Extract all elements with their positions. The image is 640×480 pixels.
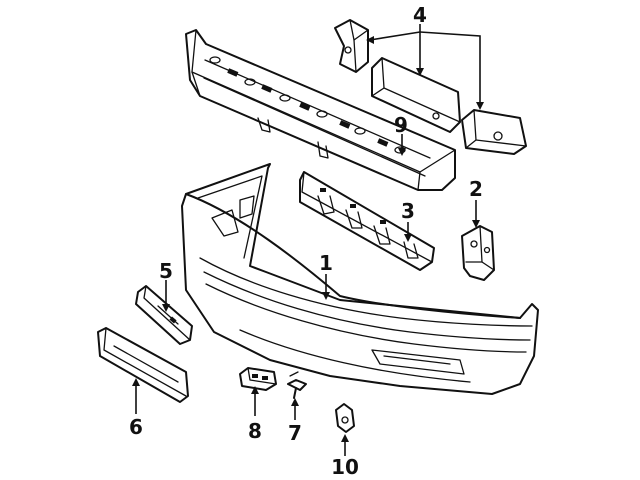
callout-8: 8 <box>248 419 262 443</box>
callout-5: 5 <box>159 259 173 283</box>
part-5-upper-bracket <box>135 285 193 345</box>
part-9-reinforcement-bar <box>185 29 456 191</box>
callout-6: 6 <box>129 415 143 439</box>
part-8-clip <box>239 367 277 391</box>
leader-lines <box>132 24 484 456</box>
part-1-bumper-cover <box>181 163 539 395</box>
callout-9: 9 <box>394 113 408 137</box>
part-10-small-bracket <box>335 403 355 433</box>
part-7-fastener <box>287 371 307 399</box>
callout-3: 3 <box>401 199 415 223</box>
part-2-side-bracket <box>461 225 495 281</box>
callout-1: 1 <box>319 251 333 275</box>
callout-10: 10 <box>331 455 359 479</box>
part-3-retainer <box>299 171 435 271</box>
callout-2: 2 <box>469 177 483 201</box>
part-6-license-plate-bracket <box>97 327 189 403</box>
callout-4: 4 <box>413 3 427 27</box>
part-4-energy-absorbers <box>334 19 527 155</box>
callout-7: 7 <box>288 421 302 445</box>
